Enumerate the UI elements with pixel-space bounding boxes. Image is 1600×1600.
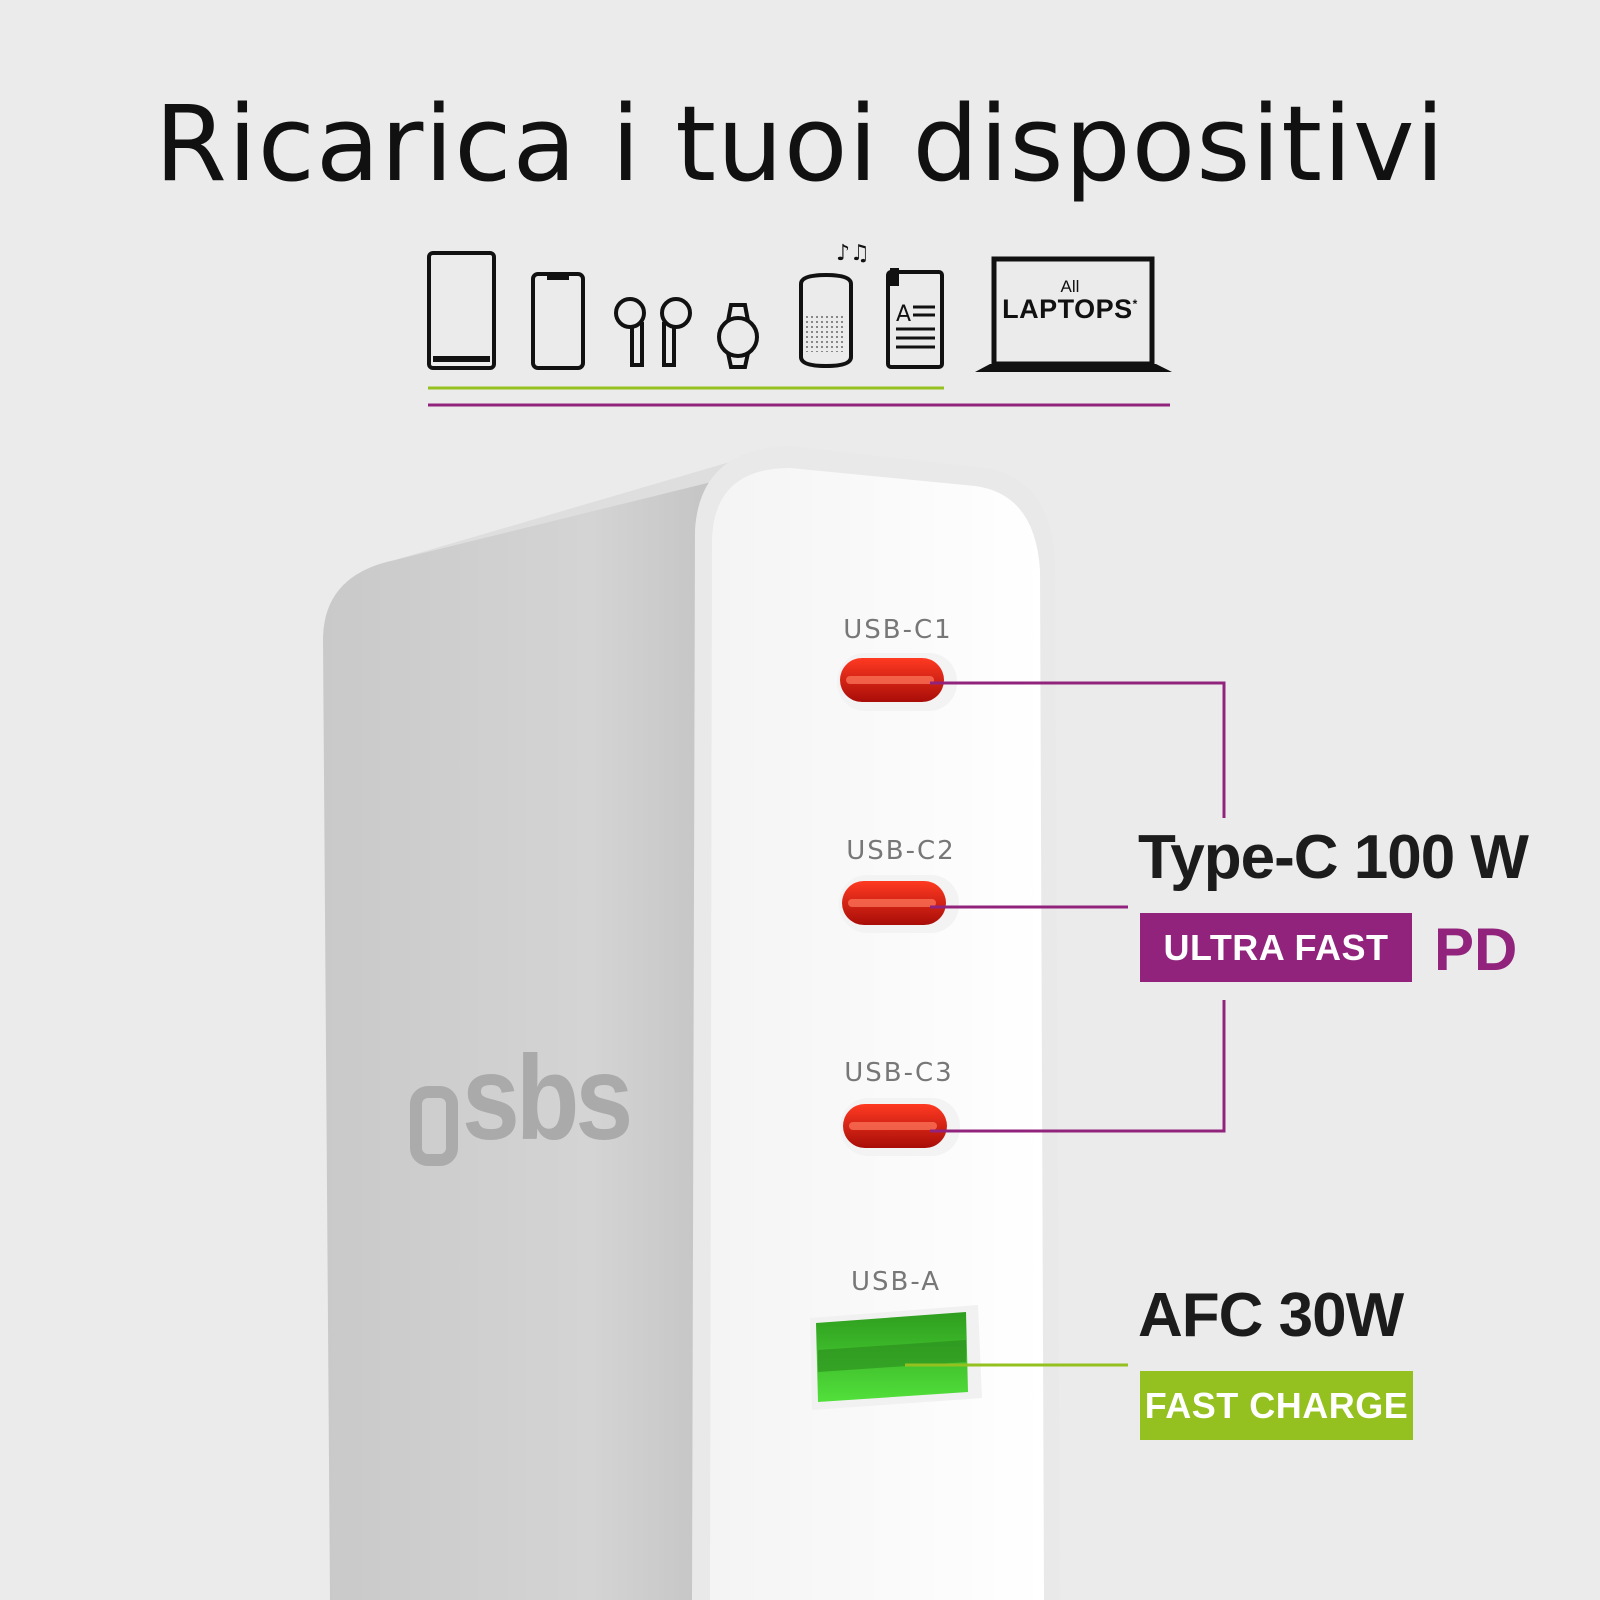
fast-charge-badge: FAST CHARGE bbox=[1140, 1371, 1413, 1440]
ultra-fast-badge: ULTRA FAST bbox=[1140, 913, 1412, 982]
brand-logo-mark bbox=[410, 1086, 458, 1166]
laptop-icon-caption-small: All bbox=[1060, 277, 1080, 296]
charger-side bbox=[323, 459, 770, 1600]
smartwatch-icon bbox=[717, 303, 759, 369]
pd-tag: PD bbox=[1434, 916, 1518, 983]
port-label-usb-c2: USB-C2 bbox=[846, 836, 956, 866]
port-label-usb-a: USB-A bbox=[851, 1267, 941, 1297]
svg-text:A: A bbox=[896, 302, 911, 327]
page-title: Ricarica i tuoi dispositivi bbox=[154, 83, 1446, 205]
connector-line-c1 bbox=[930, 681, 1226, 818]
brand-logo: sbs bbox=[462, 1032, 633, 1166]
smartphone-icon bbox=[531, 272, 585, 370]
svg-text:♪♫: ♪♫ bbox=[836, 241, 870, 266]
port-label-usb-c1: USB-C1 bbox=[843, 615, 953, 645]
earbuds-icon bbox=[614, 297, 692, 367]
afc-power-title: AFC 30W bbox=[1138, 1281, 1404, 1350]
device-icons-row: ♪♫ A bbox=[427, 241, 1172, 407]
laptop-icon bbox=[975, 256, 1172, 372]
typec-power-title: Type-C 100 W bbox=[1138, 823, 1529, 892]
connector-line-c3 bbox=[930, 1000, 1226, 1133]
ereader-icon: A bbox=[886, 268, 944, 369]
tablet-icon bbox=[427, 251, 496, 370]
smart-speaker-icon: ♪♫ bbox=[799, 241, 870, 369]
port-label-usb-c3: USB-C3 bbox=[844, 1058, 954, 1088]
laptop-icon-caption: LAPTOPS* bbox=[1002, 294, 1138, 324]
